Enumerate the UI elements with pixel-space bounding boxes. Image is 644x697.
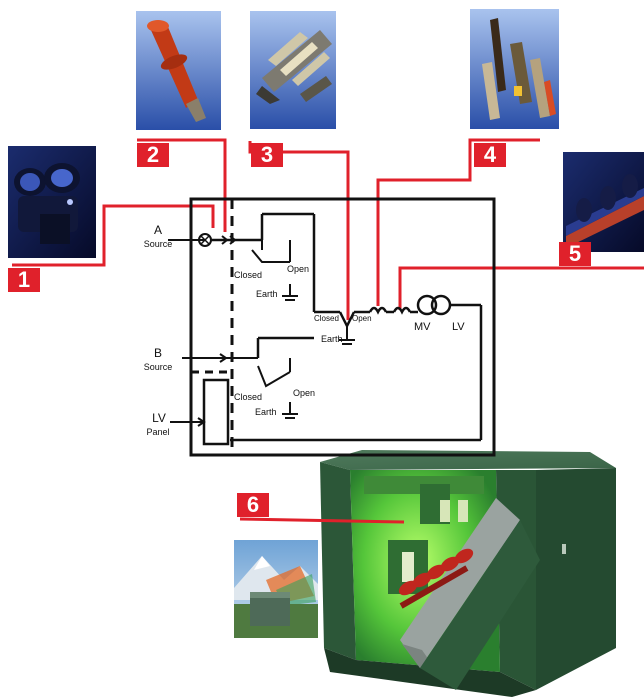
switch-3-closed-label: Closed — [314, 314, 339, 323]
leader-line-1 — [12, 204, 215, 267]
leader-line-5 — [398, 266, 644, 310]
source-b-letter: B — [153, 346, 162, 360]
callout-badge-3: 3 — [251, 143, 283, 167]
switch-blade-2 — [257, 365, 291, 388]
leader-line-6 — [239, 517, 405, 524]
fuses-photo — [470, 9, 559, 129]
bushing-insulator-photo — [136, 11, 221, 130]
switch-1-open-label: Open — [287, 264, 310, 274]
transformer-lv-label: LV — [452, 321, 465, 333]
cable-termination-photo — [8, 146, 96, 258]
switch-1-earth-label: Earth — [256, 289, 278, 299]
leader-line-2 — [137, 138, 227, 232]
callout-badge-4: 4 — [474, 143, 506, 167]
switch-blade-1 — [251, 249, 290, 263]
switch-3-open-label: Open — [352, 314, 372, 323]
source-a-word: Source — [143, 239, 173, 249]
callout-badge-1: 1 — [8, 268, 40, 292]
transformer-primary — [416, 294, 438, 316]
fuse-symbol-1 — [368, 306, 388, 315]
source-a-letter: A — [153, 223, 162, 237]
disconnector-switch-photo — [250, 11, 336, 129]
switch-3-earth-label: Earth — [321, 334, 343, 344]
switch-2-earth-label: Earth — [255, 407, 277, 417]
busbar-photo — [563, 152, 644, 252]
single-line-schematic — [168, 197, 496, 457]
switch-1-closed-label: Closed — [234, 270, 263, 280]
transformer-secondary — [430, 294, 452, 316]
leader-line-4 — [376, 138, 540, 306]
substation-kiosk-illustration — [320, 450, 616, 697]
lv-panel-label-top: LV — [152, 411, 166, 425]
callout-leader-lines — [12, 138, 644, 524]
lv-panel-box — [202, 378, 230, 446]
outdoor-kiosk-photo — [234, 540, 318, 638]
transformer-mv-label: MV — [414, 321, 431, 333]
lv-panel-label-bottom: Panel — [146, 427, 170, 437]
switch-2-open-label: Open — [293, 388, 316, 398]
source-b-word: Source — [143, 362, 173, 372]
schematic-frame — [189, 197, 496, 457]
callout-badge-2: 2 — [137, 143, 169, 167]
callout-badge-6: 6 — [237, 493, 269, 517]
fuse-symbol-2 — [392, 306, 412, 315]
switch-2-closed-label: Closed — [234, 392, 263, 402]
callout-badge-5: 5 — [559, 242, 591, 266]
leader-line-3 — [248, 141, 350, 320]
